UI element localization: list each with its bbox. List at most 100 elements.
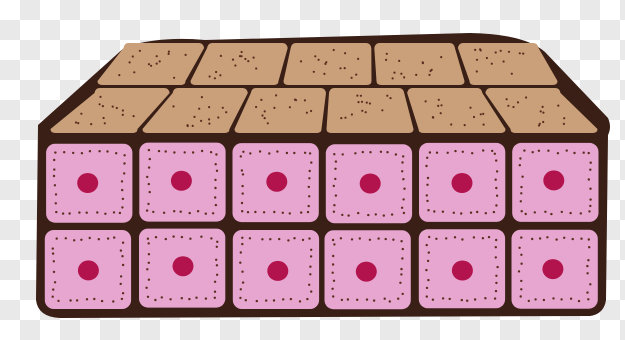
cell-speckle: [461, 299, 463, 301]
top-cell-speckle: [450, 123, 452, 125]
top-cell-speckle: [511, 73, 513, 75]
top-cell-speckle: [214, 77, 216, 79]
cell-speckle: [369, 151, 371, 153]
cell-speckle: [52, 252, 54, 254]
cell-speckle: [334, 178, 336, 180]
cell-speckle: [380, 151, 382, 153]
top-cell-speckle: [360, 95, 362, 97]
cell-speckle: [347, 298, 349, 300]
cell-speckle: [454, 236, 456, 238]
cell-speckle: [589, 169, 591, 171]
top-cell-speckle: [193, 116, 195, 118]
cell-speckle: [561, 211, 563, 213]
top-cell-speckle: [310, 110, 312, 112]
cell-speckle: [107, 237, 109, 239]
cell-speckle: [563, 237, 565, 239]
cell-speckle: [96, 211, 98, 213]
cell-speckle: [192, 151, 194, 153]
top-cell-speckle: [122, 109, 124, 111]
cell-speckle: [400, 240, 402, 242]
cell-speckle: [261, 238, 263, 240]
cell-speckle: [161, 296, 163, 298]
cell-speckle: [392, 239, 394, 241]
top-cell-speckle: [351, 113, 353, 115]
cell-speckle: [340, 237, 342, 239]
cell-speckle: [302, 239, 304, 241]
cell-nucleus: [543, 170, 564, 190]
cell-speckle: [145, 287, 147, 289]
cell-nucleus: [171, 171, 192, 191]
cell-speckle: [520, 254, 522, 256]
cell-speckle: [383, 214, 385, 216]
cell-speckle: [539, 237, 541, 239]
cell-nucleus: [356, 262, 377, 282]
cell-nucleus: [77, 173, 98, 193]
top-cell-speckle: [295, 99, 297, 101]
cell-speckle: [120, 249, 122, 251]
cell-speckle: [460, 212, 462, 214]
cell-speckle: [401, 257, 403, 259]
top-cell-speckle: [148, 63, 150, 65]
cell-speckle: [81, 152, 83, 154]
cell-speckle: [152, 211, 154, 213]
cell-speckle: [309, 266, 311, 268]
cell-speckle: [148, 242, 150, 244]
cell-speckle: [245, 299, 247, 301]
cell-speckle: [214, 179, 216, 181]
cell-speckle: [63, 151, 65, 153]
cell-speckle: [310, 161, 312, 163]
cell-speckle: [426, 194, 428, 196]
top-cell-speckle: [215, 71, 217, 73]
cell-speckle: [98, 150, 100, 152]
top-cell-speckle: [440, 56, 442, 58]
cell-speckle: [494, 297, 496, 299]
top-cell-speckle: [90, 123, 92, 125]
top-cell-speckle: [187, 125, 189, 127]
top-cell-speckle: [506, 98, 508, 100]
cell-speckle: [120, 275, 122, 277]
top-cell-speckle: [473, 116, 475, 118]
top-cell-speckle: [255, 67, 257, 69]
cell-speckle: [560, 298, 562, 300]
cell-speckle: [242, 151, 244, 153]
top-cell-speckle: [247, 60, 249, 62]
cell-speckle: [101, 300, 103, 302]
cell-speckle: [528, 300, 530, 302]
cell-speckle: [148, 183, 150, 185]
cell-speckle: [242, 281, 244, 283]
cell-speckle: [445, 237, 447, 239]
top-cell-speckle: [192, 125, 194, 127]
cell-speckle: [332, 272, 334, 274]
cell-speckle: [377, 237, 379, 239]
top-cell-speckle: [234, 64, 236, 66]
cell-speckle: [72, 152, 74, 154]
top-cell-speckle: [339, 67, 341, 69]
cell-speckle: [273, 211, 275, 213]
cell-nucleus: [78, 260, 99, 280]
cell-speckle: [589, 198, 591, 200]
cell-speckle: [121, 298, 123, 300]
cell-speckle: [216, 241, 218, 243]
cell-speckle: [147, 238, 149, 240]
cell-speckle: [189, 212, 191, 214]
cell-speckle: [495, 256, 497, 258]
cell-speckle: [184, 151, 186, 153]
top-cell-speckle: [267, 122, 269, 124]
cell-speckle: [520, 192, 522, 194]
cell-speckle: [334, 168, 336, 170]
cell-speckle: [369, 239, 371, 241]
cell-speckle: [518, 270, 520, 272]
cell-speckle: [113, 236, 115, 238]
cell-speckle: [122, 198, 124, 200]
cell-speckle: [308, 186, 310, 188]
cell-speckle: [278, 238, 280, 240]
cell-speckle: [147, 296, 149, 298]
cell-speckle: [68, 212, 70, 214]
top-cell-speckle: [150, 65, 152, 67]
cell-speckle: [112, 300, 114, 302]
cell-speckle: [212, 212, 214, 214]
cell-speckle: [428, 251, 430, 253]
cell-speckle: [215, 153, 217, 155]
cell-speckle: [247, 211, 249, 213]
